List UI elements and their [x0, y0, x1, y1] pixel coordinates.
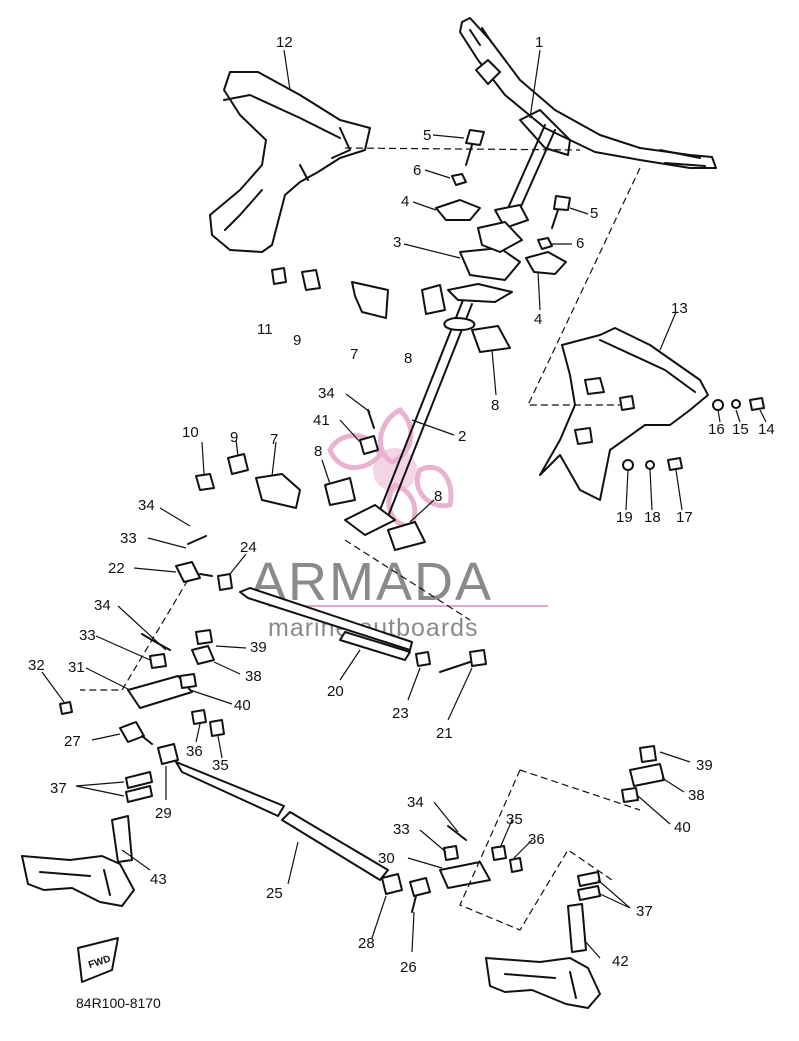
callout-25: 25: [266, 885, 283, 902]
callout-36-right: 36: [528, 831, 545, 848]
callout-8-upper: 8: [491, 397, 499, 414]
callout-5-right: 5: [590, 205, 598, 222]
linkage-rods: [175, 587, 413, 881]
callout-40-left: 40: [234, 697, 251, 714]
callout-16: 16: [708, 421, 725, 438]
clamp-4-right: [525, 251, 567, 275]
callout-33-right: 33: [393, 821, 410, 838]
callout-8-lower: 8: [434, 488, 442, 505]
callout-37-left: 37: [50, 780, 67, 797]
callout-18: 18: [644, 509, 661, 526]
arm-31-part: [59, 535, 225, 803]
callout-30: 30: [378, 850, 395, 867]
diagram-code: 84R100-8170: [76, 995, 161, 1011]
callout-13: 13: [671, 300, 688, 317]
rod-20: [239, 587, 413, 651]
callout-24: 24: [240, 539, 257, 556]
callout-23: 23: [392, 705, 409, 722]
callout-40-right: 40: [674, 819, 691, 836]
steering-cover-part: [539, 327, 765, 501]
rod-25-lower: [281, 811, 389, 881]
callout-32: 32: [28, 657, 45, 674]
callout-3: 3: [393, 234, 401, 251]
ball-joints: [119, 561, 487, 913]
callout-34-top: 34: [318, 385, 335, 402]
callout-34-upper-left: 34: [138, 497, 155, 514]
callout-7-upper: 7: [350, 346, 358, 363]
callout-17: 17: [676, 509, 693, 526]
callout-29: 29: [155, 805, 172, 822]
callout-19: 19: [616, 509, 633, 526]
callout-4-left: 4: [401, 193, 409, 210]
callout-14: 14: [758, 421, 775, 438]
bushing-8-mid: [324, 477, 356, 506]
upper-brackets: [255, 199, 567, 551]
callout-42: 42: [612, 953, 629, 970]
grip-cover-part: [209, 71, 371, 253]
callout-36-left: 36: [186, 743, 203, 760]
callout-10: 10: [182, 424, 199, 441]
callout-2: 2: [458, 428, 466, 445]
steering-shaft-part: [344, 283, 513, 536]
callout-7-lower: 7: [270, 431, 278, 448]
callout-1: 1: [535, 34, 543, 51]
callout-9-upper: 9: [293, 332, 301, 349]
callout-5-upper: 5: [423, 127, 431, 144]
callout-26: 26: [400, 959, 417, 976]
bushing-8-lower: [387, 521, 426, 551]
callout-35-left: 35: [212, 757, 229, 774]
callout-20: 20: [327, 683, 344, 700]
rod-25-upper: [175, 761, 285, 817]
callout-37-right: 37: [636, 903, 653, 920]
callout-11: 11: [257, 321, 273, 338]
callout-31: 31: [68, 659, 85, 676]
steering-arm-43-part: [21, 815, 135, 907]
callout-21: 21: [436, 725, 453, 742]
callout-27: 27: [64, 733, 81, 750]
leader-lines: [41, 49, 767, 959]
callout-15: 15: [732, 421, 749, 438]
callout-28: 28: [358, 935, 375, 952]
callout-34-left: 34: [94, 597, 111, 614]
fwd-direction-tag: FWD: [77, 937, 119, 983]
callout-4-right: 4: [534, 311, 542, 328]
callout-9-lower: 9: [230, 429, 238, 446]
callout-6-right: 6: [576, 235, 584, 252]
callout-22: 22: [108, 560, 125, 577]
callout-34-right: 34: [407, 794, 424, 811]
callout-39-left: 39: [250, 639, 267, 656]
callout-35-right: 35: [506, 811, 523, 828]
bushing-8-left: [421, 284, 446, 315]
clamp-4-left: [435, 199, 481, 221]
callout-41: 41: [313, 412, 330, 429]
callout-6-upper: 6: [413, 162, 421, 179]
band-7-upper: [351, 281, 389, 319]
holder-3: [459, 247, 521, 281]
callout-39-right: 39: [696, 757, 713, 774]
tiller-handle-part: [459, 17, 717, 229]
callout-labels: 1 12 5 6 4 5 3 6 11 9 7 8 4 13 8 34 41 2…: [28, 34, 775, 976]
callout-12: 12: [276, 34, 293, 51]
callout-43: 43: [150, 871, 167, 888]
arm-30-part: [439, 745, 665, 901]
bushing-8-upper: [471, 325, 511, 353]
band-7-lower: [255, 473, 301, 509]
callout-8-left: 8: [404, 350, 412, 367]
watermark-rule: [268, 605, 548, 607]
fasteners-upper: [195, 129, 571, 491]
callout-38-right: 38: [688, 787, 705, 804]
callout-33-left: 33: [79, 627, 96, 644]
callout-33-upper-left: 33: [120, 530, 137, 547]
callout-38-left: 38: [245, 668, 262, 685]
callout-8-mid: 8: [314, 443, 322, 460]
steering-arm-42-part: [485, 903, 601, 1009]
